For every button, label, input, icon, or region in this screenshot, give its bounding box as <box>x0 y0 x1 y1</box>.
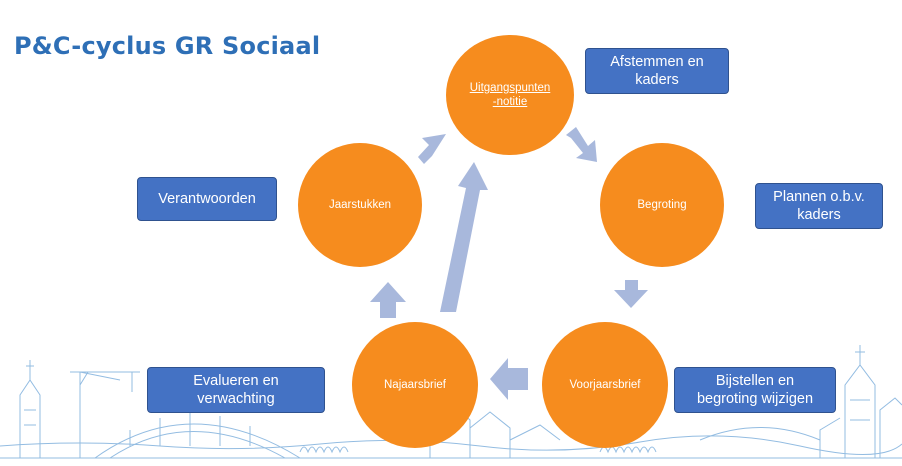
cycle-arrows <box>370 127 648 400</box>
stage-uitgangspunten-line2: -notitie <box>492 96 528 108</box>
stage-najaarsbrief-circle: Najaarsbrief <box>352 322 478 448</box>
arrow-to-begroting <box>566 127 597 162</box>
arrow-najaarsbrief-to-uitgangspunten <box>440 162 488 312</box>
stage-begroting-circle: Begroting <box>600 143 724 267</box>
stage-jaarstukken-circle: Jaarstukken <box>298 143 422 267</box>
action-plannen-box: Plannen o.b.v. kaders <box>755 183 883 229</box>
action-afstemmen-box: Afstemmen en kaders <box>585 48 729 94</box>
stage-voorjaarsbrief-circle: Voorjaarsbrief <box>542 322 668 448</box>
page-title: P&C-cyclus GR Sociaal <box>14 32 321 60</box>
action-bijstellen-box: Bijstellen en begroting wijzigen <box>674 367 836 413</box>
action-evalueren-box: Evalueren en verwachting <box>147 367 325 413</box>
arrow-to-najaarsbrief <box>490 358 528 400</box>
stage-uitgangspunten-circle: Uitgangspunten -notitie <box>446 35 574 155</box>
stage-begroting-label: Begroting <box>637 199 687 211</box>
stage-voorjaarsbrief-label: Voorjaarsbrief <box>569 379 641 391</box>
stage-uitgangspunten-line1: Uitgangspunten <box>469 82 551 94</box>
stage-najaarsbrief-label: Najaarsbrief <box>384 379 446 391</box>
stage-jaarstukken-label: Jaarstukken <box>328 199 391 211</box>
arrow-to-jaarstukken <box>370 282 406 318</box>
action-verantwoorden-box: Verantwoorden <box>137 177 277 221</box>
arrow-to-voorjaarsbrief <box>614 280 648 308</box>
arrow-to-uitgangspunten <box>412 134 446 164</box>
